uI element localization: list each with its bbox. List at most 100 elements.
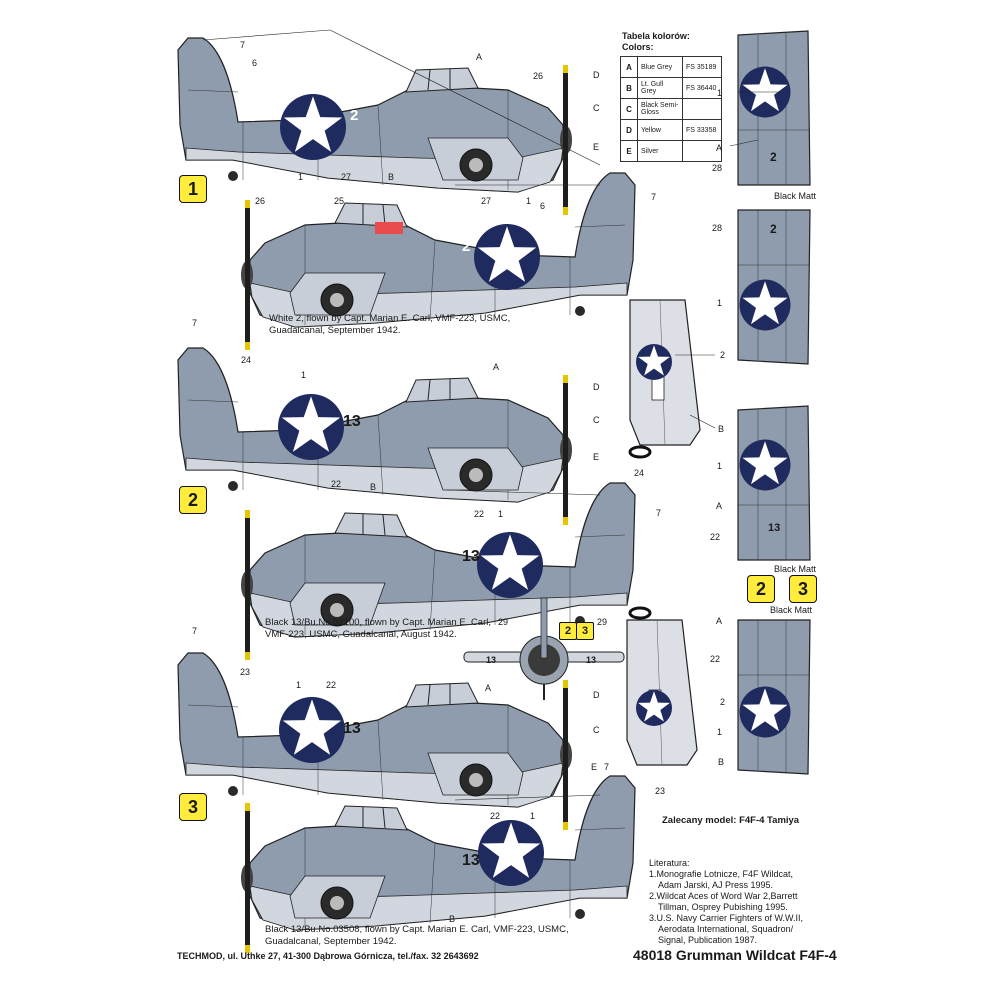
callout-22: 22 (710, 532, 721, 542)
callout-22: 22 (490, 811, 501, 821)
black-matt-2: Black Matt (774, 564, 817, 574)
wing-code-2a: 13 (768, 522, 781, 534)
front-badge-2: 2 (559, 622, 577, 640)
caption-variant-2: Black 13/Bu.No.02100, flown by Capt. Mar… (265, 617, 492, 640)
fuselage-code-2a: 13 (343, 413, 361, 430)
callout-B: B (718, 424, 725, 434)
callout-A: A (476, 52, 483, 62)
callout-22: 22 (710, 654, 721, 664)
callout-24: 24 (241, 355, 252, 365)
front-badge-3: 3 (576, 622, 594, 640)
literature-line: Tillman, Osprey Pubishing 1995. (658, 902, 788, 912)
callout-A: A (493, 362, 500, 372)
fuselage-code-1a: 2 (350, 107, 359, 124)
callout-28: 28 (712, 163, 723, 173)
callout-D: D (593, 382, 600, 392)
callout-1: 1 (717, 461, 723, 471)
callout-E: E (593, 142, 600, 152)
caption-variant-3: Black 13/Bu.No.03508, flown by Capt. Mar… (265, 924, 569, 947)
callout-1: 1 (717, 88, 723, 98)
callout-B: B (370, 482, 377, 492)
wing-code-3a: 13 (586, 655, 597, 665)
callout-C: C (593, 415, 600, 425)
callout-E: E (593, 452, 600, 462)
callout-B: B (718, 757, 725, 767)
callout-6: 6 (540, 201, 546, 211)
callout-C: C (593, 725, 600, 735)
callout-29: 29 (597, 617, 608, 627)
callout-1: 1 (530, 811, 536, 821)
fuselage-code-3b: 13 (462, 852, 480, 869)
callout-29: 29 (498, 617, 509, 627)
black-matt-1: Black Matt (774, 191, 817, 201)
callout-27: 27 (341, 172, 352, 182)
front-view (463, 597, 625, 700)
callout-B: B (388, 172, 395, 182)
callout-22: 22 (326, 680, 337, 690)
callout-A: A (716, 143, 723, 153)
fuselage-code-2b: 13 (462, 548, 480, 565)
callout-23: 23 (240, 667, 251, 677)
callout-26: 26 (255, 196, 266, 206)
black-matt-3: Black Matt (770, 605, 813, 615)
literature-line: Adam Jarski, AJ Press 1995. (658, 880, 774, 890)
literature: Literatura: 1.Monografie Lotnicze, F4F W… (649, 858, 803, 946)
footer-company: TECHMOD, ul. Uthke 27, 41-300 Dąbrowa Gó… (177, 951, 479, 961)
callout-1: 1 (298, 172, 304, 182)
callout-24: 24 (634, 468, 645, 478)
literature-line: 3.U.S. Navy Carrier Fighters of W.W.II, (649, 913, 804, 923)
callout-1: 1 (296, 680, 302, 690)
footer-product: 48018 Grumman Wildcat F4F-4 (633, 947, 837, 963)
colors-title-pl: Tabela kolorów: (622, 31, 690, 41)
wing-badge-2: 2 (747, 575, 775, 603)
wing-badge-3: 3 (789, 575, 817, 603)
callout-1: 1 (498, 509, 504, 519)
literature-line: Signal, Publication 1987. (658, 935, 758, 945)
callout-22: 22 (331, 479, 342, 489)
callout-27: 27 (481, 196, 492, 206)
callout-1: 1 (301, 370, 307, 380)
callout-1: 1 (526, 196, 532, 206)
callout-D: D (593, 690, 600, 700)
profile-1-right (177, 37, 573, 216)
variant-badge-3: 3 (179, 793, 207, 821)
callout-2: 2 (720, 697, 726, 707)
callout-E: E (591, 762, 598, 772)
callout-26: 26 (533, 71, 544, 81)
callout-23: 23 (655, 786, 666, 796)
colors-title-en: Colors: (622, 42, 654, 52)
wing-code-1a: 2 (770, 150, 777, 164)
callout-6: 6 (252, 58, 258, 68)
callout-7: 7 (651, 192, 657, 202)
callout-D: D (593, 70, 600, 80)
callout-A: A (485, 683, 492, 693)
wing-code-1b: 2 (770, 222, 777, 236)
literature-line: 2.Wildcat Aces of Word War 2,Barrett (649, 891, 798, 901)
variant-badge-1: 1 (179, 175, 207, 203)
callout-7: 7 (656, 508, 662, 518)
wing-code-3b: 13 (486, 655, 497, 665)
callout-7: 7 (240, 40, 246, 50)
callout-28: 28 (712, 223, 723, 233)
callout-1: 1 (717, 727, 723, 737)
callout-1: 1 (717, 298, 723, 308)
variant-badge-2: 2 (179, 486, 207, 514)
literature-line: Aerodata International, Squadron/ (658, 924, 794, 934)
recommended-model: Zalecany model: F4F-4 Tamiya (662, 815, 800, 826)
fuselage-code-1b: 2 (462, 238, 471, 255)
caption-variant-1: White 2, flown by Capt. Marian E. Carl, … (269, 313, 511, 336)
callout-7: 7 (604, 762, 610, 772)
callout-A: A (716, 501, 723, 511)
callout-7: 7 (192, 318, 198, 328)
callout-B: B (449, 914, 456, 924)
callout-22: 22 (474, 509, 485, 519)
literature-title: Literatura: (649, 858, 690, 868)
callout-7: 7 (192, 626, 198, 636)
